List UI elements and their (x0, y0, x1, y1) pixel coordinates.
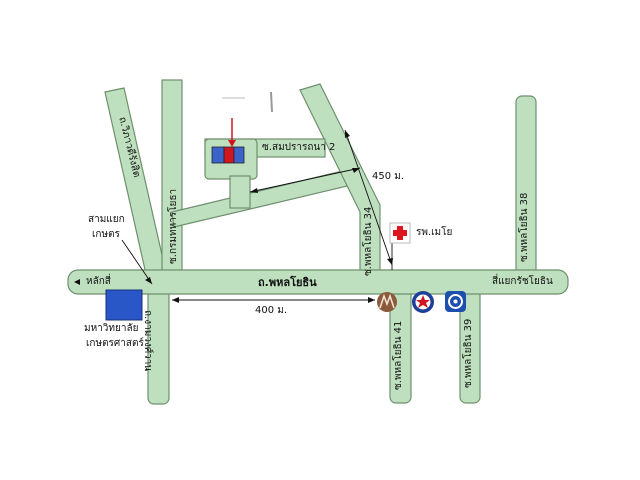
label-soi-sampradana: ซ.สมปรารถนา 2 (262, 142, 336, 153)
smudge-mark (270, 91, 273, 113)
dimension-vertical-arrow-top (345, 130, 350, 138)
dimension-450-arrow-a (250, 188, 258, 193)
label-soi-kamphaeng: ซ.กรมทหารโยธา (168, 188, 179, 264)
label-sam-yaek-2: เกษตร (92, 229, 120, 240)
label-soi-phahon-41: ซ.พหลโยธิน 41 (393, 320, 404, 390)
dimension-vertical-line (344, 129, 393, 266)
label-hospital: รพ.เมโย (416, 227, 453, 238)
fuel-station-icon (412, 291, 434, 313)
university-block (105, 289, 143, 321)
label-sie-yaek: สี่แยกรัชโยธิน (492, 276, 553, 287)
label-distance-400: 400 ม. (255, 305, 288, 316)
label-soi-phahon-39: ซ.พหลโยธิน 39 (463, 318, 474, 388)
label-sam-yaek-1: สามแยก (88, 214, 125, 225)
pointer-arrowhead (228, 140, 236, 147)
label-university-2: เกษตรศาสตร์ (86, 338, 144, 349)
label-lak-si: หลักสี่ (86, 276, 111, 287)
road-vibhavadi (104, 87, 171, 293)
road-connector (171, 167, 361, 228)
lak-si-arrow (74, 279, 80, 285)
sam-yaek-pointer-head (145, 277, 152, 284)
label-soi-phahon-34: ซ.พหลโยธิน 34 (363, 206, 374, 276)
bank-logo-icon (377, 292, 397, 312)
target-building-right (233, 146, 245, 164)
target-building-left (211, 146, 225, 164)
label-distance-450: 450 ม. (372, 171, 405, 182)
target-building-center (223, 146, 235, 164)
label-road-ngam-wong-wan: ถ.งามวงศ์วาน (142, 310, 153, 372)
road-phahon-yothin (67, 269, 569, 295)
bank-shield-icon (445, 291, 466, 312)
label-soi-phahon-38: ซ.พหลโยธิน 38 (519, 192, 530, 262)
dimension-vertical-arrow-bottom (387, 258, 393, 265)
hospital-cross-icon (389, 222, 411, 244)
dimension-450-line (249, 167, 361, 193)
building-driveway (229, 175, 251, 209)
label-university-1: มหาวิทยาลัย (84, 323, 139, 334)
dimension-400-arrow-b (368, 297, 375, 303)
dimension-400-arrow-a (172, 297, 179, 303)
dimension-450-arrow-b (352, 168, 360, 173)
label-main-road: ถ.พหลโยธิน (258, 276, 317, 289)
sam-yaek-pointer (121, 239, 153, 285)
